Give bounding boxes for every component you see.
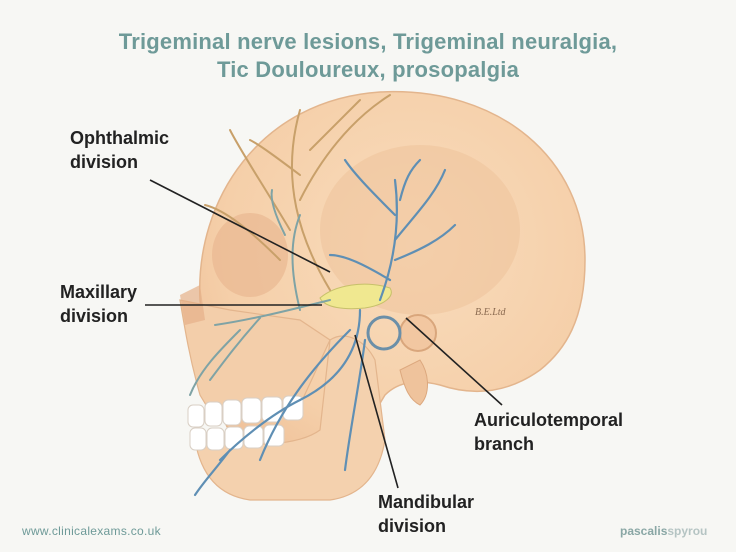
title-line-1: Trigeminal nerve lesions, Trigeminal neu… [118, 29, 618, 54]
temporal-fossa [320, 145, 520, 315]
upper-teeth [187, 395, 304, 428]
label-ophthalmic-line2: division [70, 152, 139, 172]
label-mandibular-line2: division [378, 516, 447, 536]
label-maxillary-division: Maxillary division [60, 280, 137, 328]
maxillary-nerve-branches [189, 189, 331, 396]
label-mandibular-division: Mandibular division [378, 490, 474, 538]
mandibular-nerve-branches [193, 308, 367, 497]
trigeminal-ganglion [319, 283, 392, 310]
brand-part-2: spyrou [667, 524, 708, 538]
footer-brand-logo: pascalisspyrou [620, 524, 707, 538]
title-line-2: Tic Douloureux, prosopalgia [216, 57, 520, 82]
mastoid-process [399, 359, 428, 406]
brand-part-1: pascalis [620, 524, 668, 538]
ophthalmic-nerve-branches [204, 94, 391, 291]
label-mandibular-line1: Mandibular [378, 492, 475, 512]
label-maxillary-line2: division [60, 306, 129, 326]
deep-temporal-branches [328, 158, 457, 302]
label-auriculotemporal-branch: Auriculotemporal branch [474, 408, 623, 456]
label-auriculotemporal-line1: Auriculotemporal [474, 410, 624, 430]
label-maxillary-line1: Maxillary [60, 282, 138, 302]
label-ophthalmic-division: Ophthalmic division [70, 126, 169, 174]
label-ophthalmic-line1: Ophthalmic [70, 128, 170, 148]
ear-canal [399, 314, 437, 352]
orbit [212, 213, 288, 297]
label-auriculotemporal-line2: branch [474, 434, 535, 454]
leader-lines [145, 179, 503, 489]
footer-website-link[interactable]: www.clinicalexams.co.uk [22, 524, 161, 538]
lower-teeth [189, 424, 285, 451]
mandibular-condyle [366, 315, 402, 351]
illustrator-signature: B.E.Ltd [475, 307, 507, 318]
